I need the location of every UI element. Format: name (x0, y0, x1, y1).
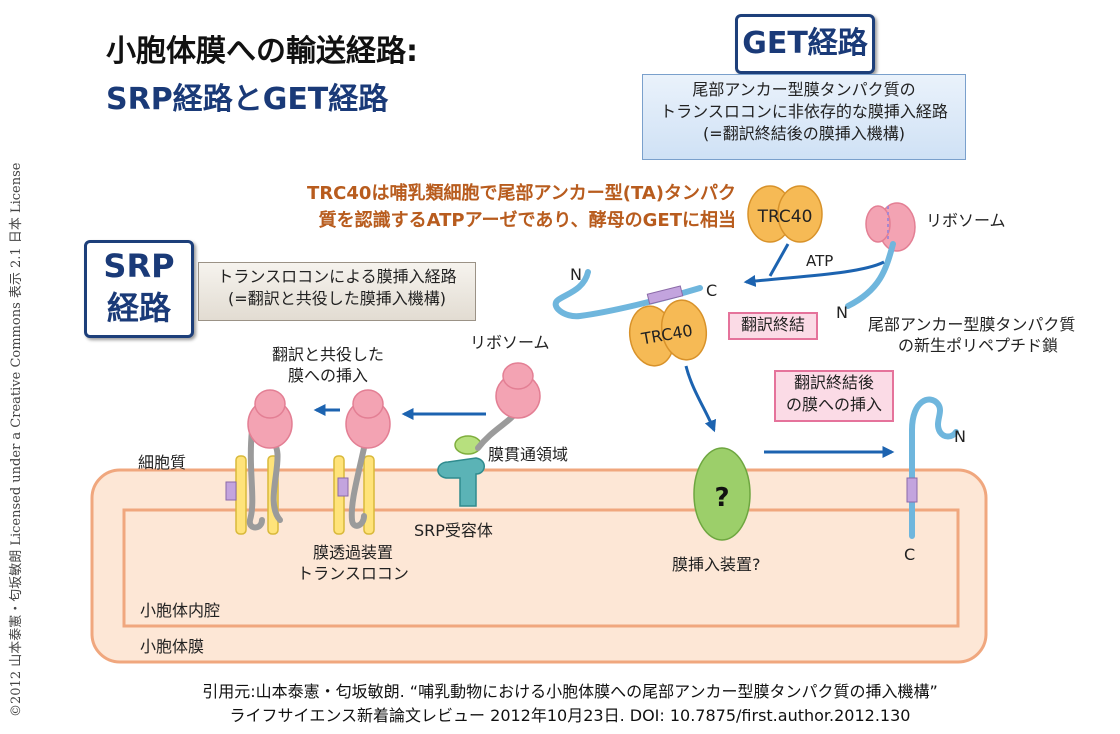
tm-segment-bound (646, 285, 684, 305)
page-title-line1: 小胞体膜への輸送経路: (106, 34, 418, 69)
srp-pathway-badge: SRP 経路 (84, 240, 194, 338)
post-translation-insert-label: 翻訳終結後 の膜への挿入 (774, 370, 894, 422)
ta-protein-inserted (909, 396, 959, 539)
er-lumen-label: 小胞体内腔 (140, 601, 221, 620)
translocon-line1: 膜透過装置 (312, 543, 393, 562)
page-title-line2: SRP経路とGET経路 (106, 82, 389, 117)
citation-line1: 引用元:山本泰憲・匂坂敏朗. “哺乳動物における小胞体膜への尾部アンカー型膜タン… (202, 682, 938, 701)
trc40-top-label: TRC40 (757, 207, 813, 227)
translocon-label: 膜透過装置 トランスロコン (288, 542, 418, 584)
trc40-dimer-mid (628, 299, 708, 367)
ribosome-cotrans-middle (345, 389, 391, 449)
tm-domain-label: 膜貫通領域 (488, 445, 569, 464)
arrow-ribosome-to-trc40 (743, 260, 885, 287)
srp-badge-line2: 経路 (106, 289, 171, 327)
srp-badge-line1: SRP (103, 247, 175, 285)
post-insert-line2: の膜への挿入 (785, 395, 882, 414)
translation-end-label: 翻訳終結 (728, 312, 818, 340)
translocon-middle (333, 417, 375, 535)
trc40-note-line2: 質を認識するATPアーゼであり、酵母のGETに相当 (318, 210, 736, 231)
insertase-label: 膜挿入装置? (672, 555, 761, 574)
citation-line2: ライフサイエンス新着論文レビュー 2012年10月23日. DOI: 10.78… (229, 706, 911, 725)
nascent-line1: 尾部アンカー型膜タンパク質 (868, 315, 1076, 334)
insertase-unknown (693, 447, 751, 541)
citation: 引用元:山本泰憲・匂坂敏朗. “哺乳動物における小胞体膜への尾部アンカー型膜タン… (40, 680, 1100, 728)
atp-label: ATP (806, 252, 833, 270)
n-terminus-inserted: N (954, 427, 966, 446)
insertase-question: ? (714, 483, 729, 513)
tm-segment-inserted (906, 477, 918, 503)
er-lumen-inner (122, 508, 960, 628)
ribosome-get (865, 202, 916, 252)
srp-receptor-label: SRP受容体 (414, 521, 493, 540)
cotranslational-insert-label: 翻訳と共役した 膜への挿入 (258, 344, 398, 386)
nascent-line2: の新生ポリペプチド鎖 (898, 336, 1059, 355)
ribosome-left-label: リボソーム (470, 333, 550, 352)
srp-desc-line1: トランスロコンによる膜挿入経路 (217, 267, 457, 286)
cotrans-line2: 膜への挿入 (287, 366, 368, 385)
get-desc-line1: 尾部アンカー型膜タンパク質の (692, 80, 916, 99)
ribosome-cotrans-left (247, 389, 293, 449)
nascent-chain-label: 尾部アンカー型膜タンパク質 の新生ポリペプチド鎖 (868, 314, 1075, 356)
trc40-note-line1: TRC40は哺乳類細胞で尾部アンカー型(TA)タンパク (307, 183, 736, 204)
cytoplasm-label: 細胞質 (138, 453, 187, 472)
ribosome-srp (475, 362, 541, 451)
get-desc-line3: (=翻訳終結後の膜挿入機構) (703, 124, 905, 143)
srp-pathway-description: トランスロコンによる膜挿入経路 (=翻訳と共役した膜挿入機構) (198, 262, 476, 321)
arrow-trc40-to-complex (768, 243, 790, 277)
arrow-trc40-to-insertase (684, 365, 717, 433)
nascent-chain (845, 241, 896, 309)
ribosome-right-label: リボソーム (926, 211, 1006, 230)
c-terminus-top: C (706, 281, 717, 300)
trc40-note: TRC40は哺乳類細胞で尾部アンカー型(TA)タンパク 質を認識するATPアーゼ… (236, 180, 736, 234)
srp-receptor (437, 435, 485, 507)
post-insert-line1: 翻訳終結後 (793, 373, 874, 392)
cotrans-line1: 翻訳と共役した (271, 345, 384, 364)
get-pathway-badge: GET経路 (735, 14, 875, 74)
get-pathway-description: 尾部アンカー型膜タンパク質の トランスロコンに非依存的な膜挿入経路 (=翻訳終結… (642, 74, 966, 160)
n-terminus-nascent: N (836, 303, 848, 322)
er-membrane-label: 小胞体膜 (140, 637, 205, 656)
srp-desc-line2: (=翻訳と共役した膜挿入機構) (228, 289, 446, 308)
c-terminus-inserted: C (904, 545, 915, 564)
translocon-line2: トランスロコン (297, 564, 409, 583)
n-terminus-top: N (570, 265, 582, 284)
trc40-dimer-top (747, 185, 823, 243)
get-desc-line2: トランスロコンに非依存的な膜挿入経路 (660, 102, 948, 121)
